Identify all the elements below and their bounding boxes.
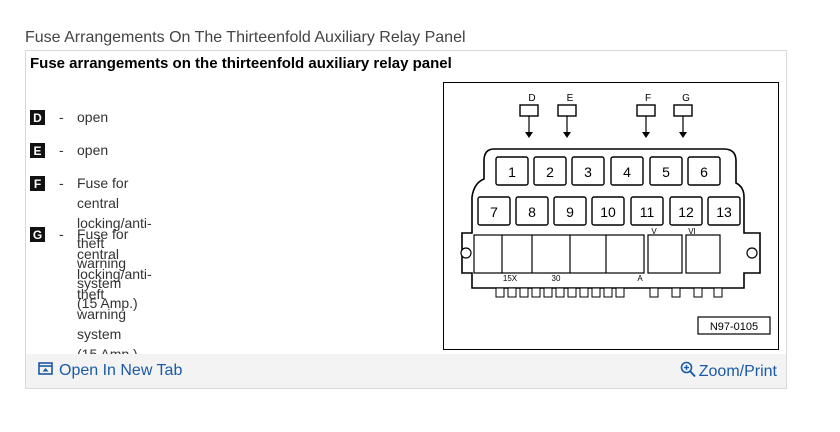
- legend-badge: G: [30, 227, 45, 242]
- connector-label-f: F: [645, 93, 651, 104]
- legend-line-1: open: [77, 109, 109, 125]
- relay-slot-11: 11: [640, 204, 655, 220]
- connector-roman-6: VI: [688, 227, 696, 236]
- panel-header: Fuse arrangements on the thirteenfold au…: [30, 55, 452, 72]
- connector-roman-5: V: [651, 227, 657, 236]
- open-in-new-tab-link[interactable]: Open In New Tab: [38, 362, 182, 380]
- zoom-print-label: Zoom/Print: [698, 363, 777, 380]
- legend-badge: D: [30, 110, 45, 125]
- relay-slot-6: 6: [700, 164, 708, 180]
- relay-panel-diagram: D E F G 1 2 3 4 5 6: [443, 82, 779, 350]
- relay-slot-7: 7: [490, 204, 498, 220]
- legend-text: open: [77, 140, 108, 160]
- connector-label-d: D: [528, 93, 535, 104]
- page-title: Fuse Arrangements On The Thirteenfold Au…: [25, 29, 466, 46]
- open-new-tab-icon: [38, 362, 53, 380]
- relay-slot-3: 3: [584, 164, 592, 180]
- relay-slot-8: 8: [528, 204, 536, 220]
- legend-item-e: E - open: [30, 142, 108, 160]
- relay-slot-13: 13: [716, 204, 732, 220]
- legend-text: open: [77, 107, 108, 127]
- relay-panel-drawing: D E F G 1 2 3 4 5 6: [460, 93, 771, 335]
- relay-slot-2: 2: [546, 164, 554, 180]
- legend-dash: -: [59, 142, 64, 158]
- legend-badge: F: [30, 176, 45, 191]
- content-panel: Fuse arrangements on the thirteenfold au…: [25, 50, 787, 389]
- terminal-label-a: A: [637, 274, 643, 283]
- legend-item-g: G - Fuse for central locking/anti-theft …: [30, 226, 152, 364]
- legend-badge: E: [30, 143, 45, 158]
- legend-text: Fuse for central locking/anti-theft warn…: [77, 173, 152, 313]
- relay-slot-4: 4: [623, 164, 631, 180]
- legend-dash: -: [59, 175, 64, 191]
- terminal-label-30: 30: [552, 274, 561, 283]
- legend-dash: -: [59, 226, 64, 242]
- relay-slot-9: 9: [566, 204, 574, 220]
- relay-slot-10: 10: [600, 204, 616, 220]
- legend-text: Fuse for central locking/anti-theft warn…: [77, 224, 152, 364]
- relay-slot-1: 1: [508, 164, 516, 180]
- zoom-in-icon: [680, 361, 696, 383]
- relay-slot-5: 5: [662, 164, 670, 180]
- connector-label-e: E: [567, 93, 574, 104]
- terminal-label-15x: 15X: [503, 274, 518, 283]
- legend-item-f: F - Fuse for central locking/anti-theft …: [30, 175, 152, 313]
- connector-label-g: G: [682, 93, 690, 104]
- reference-code: N97-0105: [710, 321, 758, 333]
- zoom-print-link[interactable]: Zoom/Print: [680, 361, 777, 383]
- legend-line-1: open: [77, 142, 109, 158]
- legend-line-1: Fuse for central locking/anti-theft warn…: [77, 175, 152, 291]
- legend-line-2: (15 Amp.): [77, 295, 138, 311]
- legend-line-1: Fuse for central locking/anti-theft warn…: [77, 226, 152, 342]
- legend-dash: -: [59, 109, 64, 125]
- panel-footer: Open In New Tab Zoom/Print: [25, 354, 787, 389]
- open-in-new-tab-label: Open In New Tab: [59, 362, 183, 379]
- relay-slot-12: 12: [678, 204, 694, 220]
- legend-item-d: D - open: [30, 109, 108, 127]
